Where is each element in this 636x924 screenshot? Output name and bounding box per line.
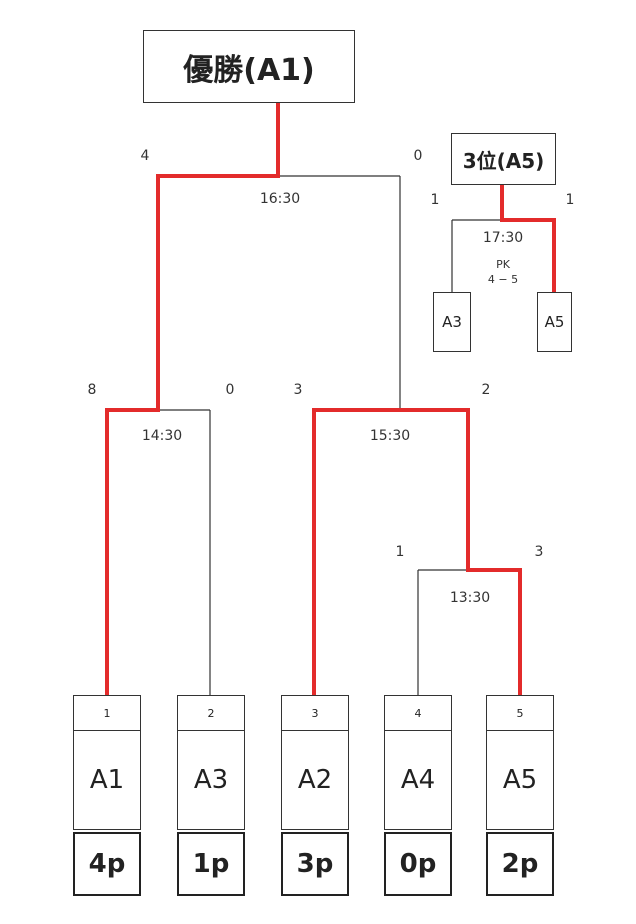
final-score-right: 0 [413, 148, 423, 164]
third-team-left-label: A3 [442, 313, 462, 331]
champion-path [105, 101, 280, 697]
champion-label: 優勝(A1) [183, 52, 315, 88]
slot-seed: 5 [486, 695, 554, 731]
third-place-label: 3位(A5) [462, 148, 545, 173]
semi-left-time: 14:30 [141, 428, 183, 444]
third-team-right-label: A5 [544, 313, 565, 331]
slot-points: 2p [486, 832, 554, 896]
slot-team: A5 [486, 731, 554, 830]
quarter-score-left: 1 [395, 544, 405, 560]
semi-right-score-right: 2 [481, 382, 491, 398]
slot-team: A2 [281, 731, 349, 830]
a2-path [312, 408, 402, 697]
semi-left-score-right: 0 [225, 382, 235, 398]
third-winner-path [500, 183, 556, 294]
semi-left-score-left: 8 [87, 382, 97, 398]
slot-points: 3p [281, 832, 349, 896]
quarter-time: 13:30 [449, 590, 491, 606]
slot-seed: 2 [177, 695, 245, 731]
slot-team: A3 [177, 731, 245, 830]
final-score-left: 4 [140, 148, 150, 164]
slot-points: 0p [384, 832, 452, 896]
third-time: 17:30 [482, 230, 524, 246]
a5-path [398, 408, 522, 697]
slot-seed: 3 [281, 695, 349, 731]
semi-right-score-left: 3 [293, 382, 303, 398]
slot-seed: 4 [384, 695, 452, 731]
pk-score: 4 − 5 [487, 273, 519, 286]
third-pk: PK 4 − 5 [488, 257, 518, 287]
pk-label: PK [496, 258, 510, 271]
slot-team: A1 [73, 731, 141, 830]
third-place-box: 3位(A5) [451, 133, 556, 185]
slot-points: 1p [177, 832, 245, 896]
slot-seed: 1 [73, 695, 141, 731]
slot-team: A4 [384, 731, 452, 830]
champion-box: 優勝(A1) [143, 30, 355, 103]
third-team-right: A5 [537, 292, 572, 352]
third-score-left: 1 [430, 192, 440, 208]
slot-points: 4p [73, 832, 141, 896]
third-score-right: 1 [565, 192, 575, 208]
semi-right-time: 15:30 [369, 428, 411, 444]
quarter-score-right: 3 [534, 544, 544, 560]
third-team-left: A3 [433, 292, 471, 352]
final-time: 16:30 [259, 191, 301, 207]
